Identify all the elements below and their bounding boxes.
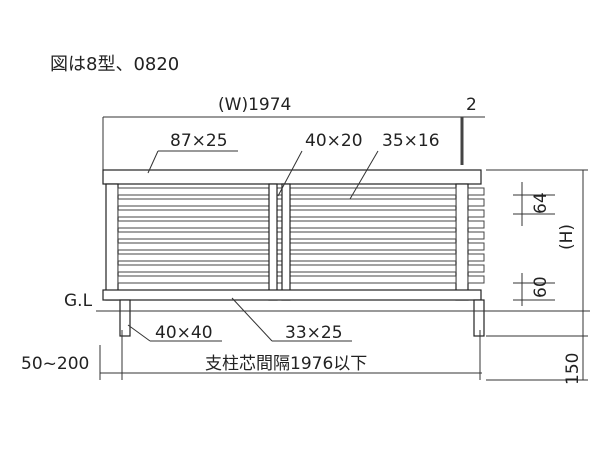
top-rail-leader [147,150,159,174]
mid-post-left [268,183,278,301]
post-leader [127,324,151,342]
side-slat [467,231,485,240]
embed-label: 50~200 [21,354,89,374]
mid-post-label: 40×20 [305,131,363,151]
top-rail [102,169,482,185]
side-slat [467,264,485,273]
side-slat [467,275,485,284]
diagram-title: 図は8型、0820 [50,54,179,75]
side-slat [467,198,485,207]
side-slat [467,220,485,229]
side-slat [467,242,485,251]
bottom-rail-leader [231,297,273,342]
clearance-label: 150 [563,353,583,385]
pitch-label: 64 [531,192,551,214]
ground-label: G.L [64,291,93,311]
side-slat [467,187,485,196]
bottom-rail-label: 33×25 [285,323,343,343]
width-label: (W)1974 [218,95,291,115]
top-rail-label: 87×25 [170,131,228,151]
leg-right [473,299,485,337]
height-label: (H) [557,224,577,250]
post-right [455,183,469,301]
post-label: 40×40 [155,323,213,343]
side-slat-group [467,187,485,284]
leg-left [119,299,131,337]
mid-post-right [281,183,291,301]
spacing-label: 支柱芯間隔1976以下 [205,354,367,374]
side-slat [467,209,485,218]
slat-label: 35×16 [382,131,440,151]
gap-label: 2 [466,95,477,115]
mid-post-leader [277,150,303,197]
slat-leader [349,150,379,200]
bottom-rail [102,289,482,301]
side-slat [467,253,485,262]
post-left [105,183,119,301]
bottom-gap-label: 60 [531,276,551,298]
